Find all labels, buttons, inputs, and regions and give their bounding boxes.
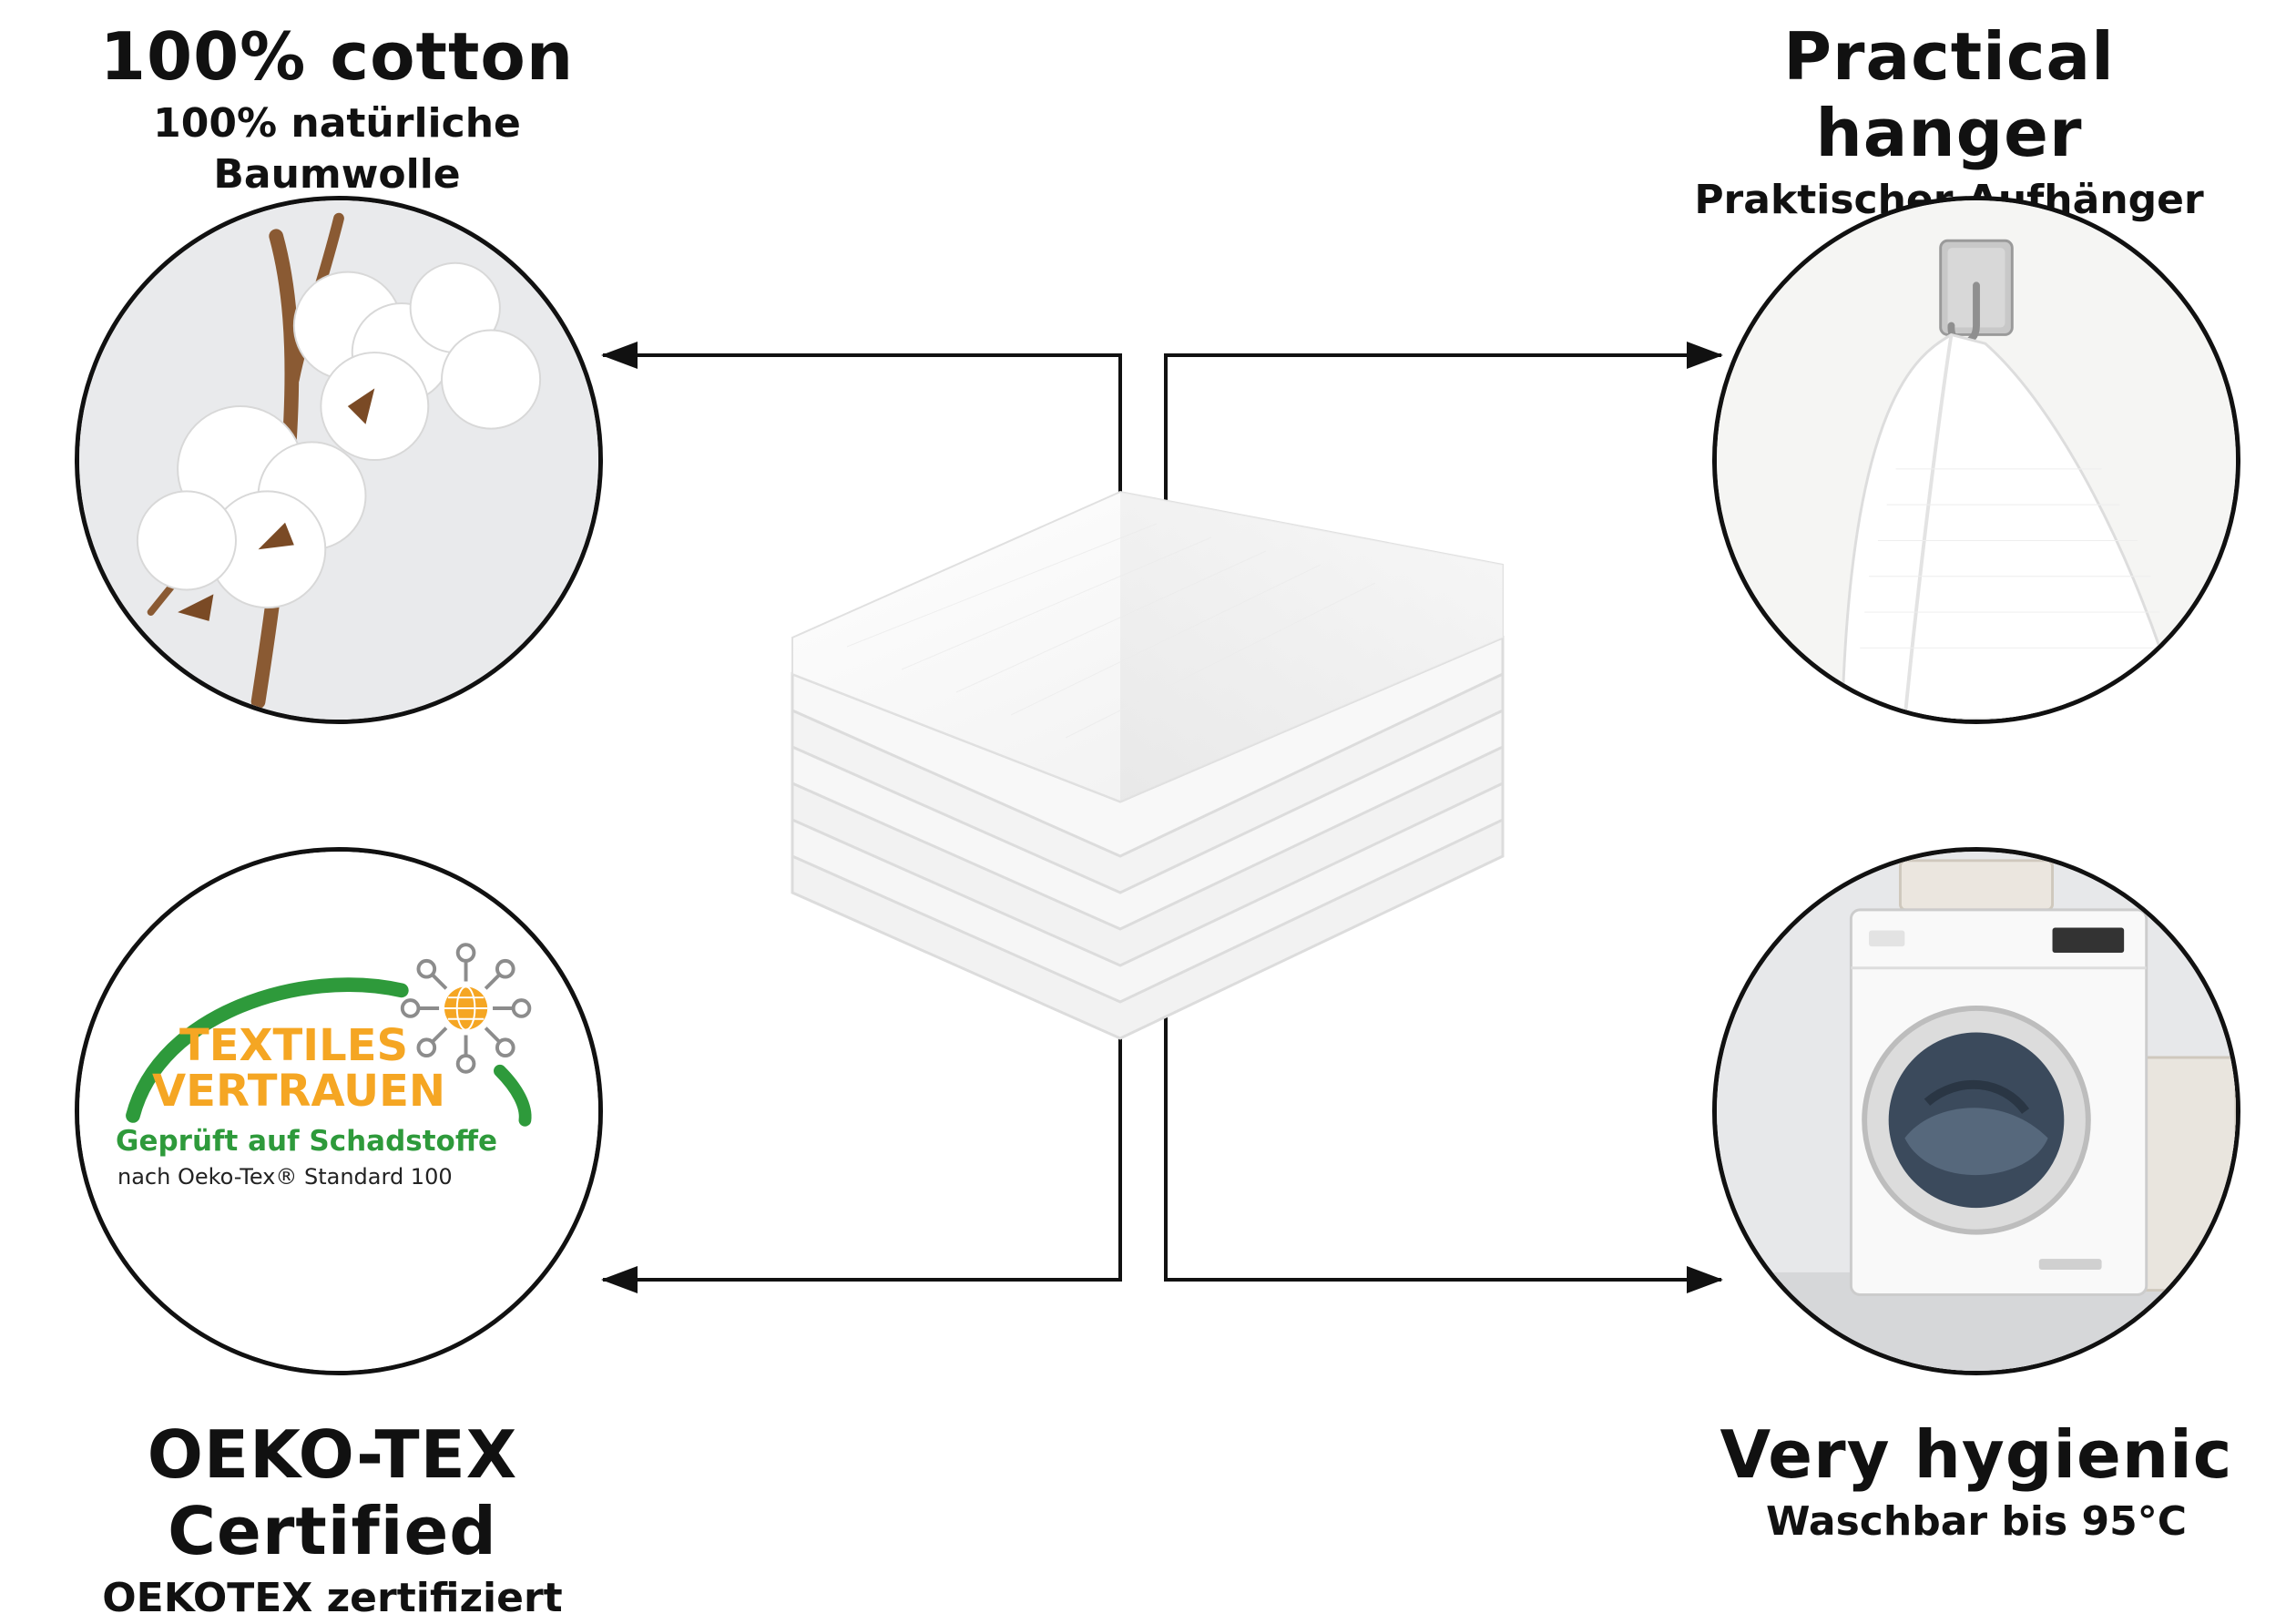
hanger-title: Practical hanger [1783, 18, 2115, 171]
oeko-logo-line2: VERTRAUEN [152, 1066, 446, 1117]
oekotex-circle: TEXTILES VERTRAUEN Geprüft auf Schadstof… [75, 847, 603, 1375]
hygienic-circle [1712, 847, 2240, 1375]
hygienic-title: Very hygienic [1720, 1416, 2233, 1493]
oeko-logo-line1: TEXTILES [179, 1020, 409, 1071]
oeko-logo-line4: nach Oeko-Tex® Standard 100 [117, 1164, 453, 1190]
oekotex-title: OEKO-TEX Certified [147, 1416, 518, 1569]
hygienic-subtitle: Waschbar bis 95°C [1765, 1498, 2188, 1545]
caption-oekotex: OEKO-TEX Certified OEKOTEX zertifiziert [0, 1416, 665, 1624]
cotton-plant-image [79, 200, 598, 720]
caption-cotton: 100% cotton 100% natürliche Baumwolle [27, 18, 647, 200]
towel-on-hook-image [1717, 200, 2236, 720]
cotton-circle [75, 196, 603, 724]
oeko-logo-line3: Geprüft auf Schadstoffe [116, 1125, 497, 1158]
oekotex-subtitle: OEKOTEX zertifiziert [102, 1575, 563, 1621]
caption-hygienic: Very hygienic Waschbar bis 95°C [1667, 1416, 2286, 1547]
cotton-title: 100% cotton [99, 18, 575, 95]
cotton-subtitle: 100% natürliche Baumwolle [153, 100, 521, 198]
hanger-circle [1712, 196, 2240, 724]
oeko-tex-logo [79, 852, 598, 1371]
folded-towels-image [791, 490, 1505, 1040]
washing-machine-image [1717, 852, 2236, 1371]
